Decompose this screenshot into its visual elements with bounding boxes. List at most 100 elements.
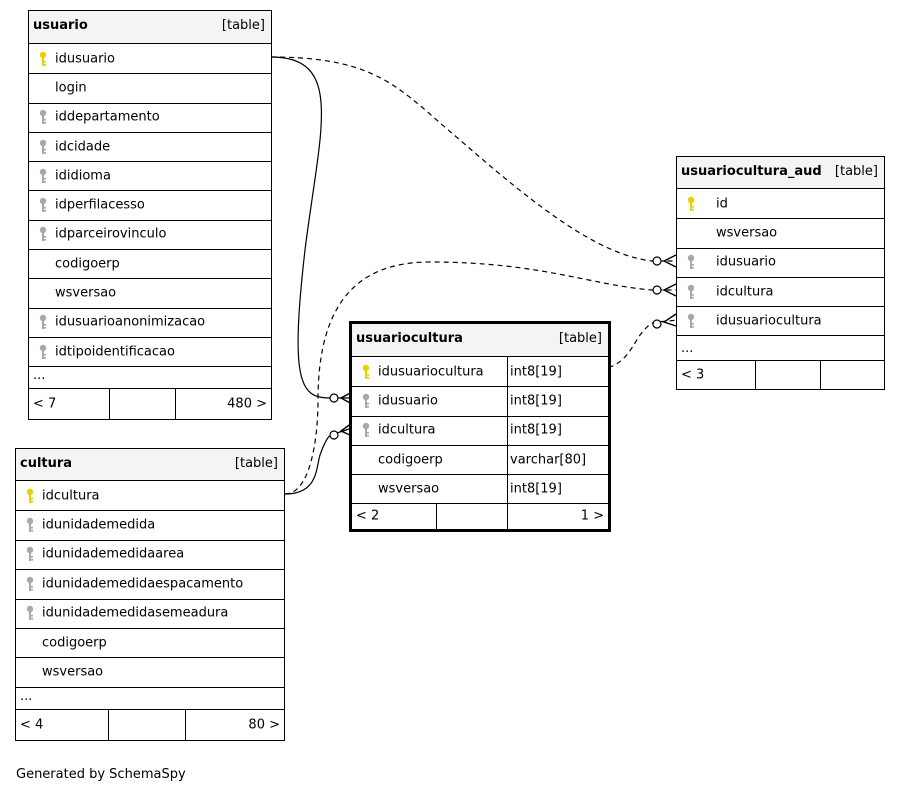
column-name: wsversao — [55, 285, 117, 301]
table-footer: < 3 — [677, 361, 884, 389]
column-row[interactable]: login — [29, 73, 271, 104]
column-name: idusuario — [378, 393, 438, 409]
column-name: wsversao — [378, 481, 440, 497]
children-count[interactable]: 1 > — [507, 503, 608, 529]
column-name: idusuario — [55, 51, 115, 67]
more-columns-row: ... — [29, 366, 271, 389]
column-name: idperfilacesso — [55, 197, 145, 213]
column-row[interactable]: codigoerp varchar[80] — [352, 444, 608, 476]
column-row[interactable]: idunidademedida — [16, 510, 284, 541]
column-type: int8[19] — [510, 393, 562, 409]
column-row[interactable]: idusuario — [29, 44, 271, 75]
column-name: idunidademedidasemeadura — [42, 605, 229, 621]
column-row[interactable]: id — [677, 189, 884, 220]
footer-label: 1 > — [580, 508, 604, 524]
footer-label: 80 > — [248, 717, 280, 733]
column-row[interactable]: idcultura — [16, 481, 284, 512]
children-count[interactable]: 80 > — [185, 710, 284, 740]
table-type-label: [table] — [834, 164, 878, 179]
parents-count[interactable]: < 3 — [677, 361, 755, 389]
column-row[interactable]: idunidademedidaarea — [16, 540, 284, 571]
parents-count[interactable]: < 7 — [29, 389, 109, 419]
table-header: usuariocultura[table] — [352, 324, 608, 357]
primary-key-icon — [26, 488, 34, 503]
column-row[interactable]: idusuario int8[19] — [352, 386, 608, 417]
column-name: idtipoidentificacao — [55, 344, 175, 360]
column-name: wsversao — [716, 225, 778, 241]
schemaspy-credit: Generated by SchemaSpy — [16, 767, 186, 782]
foreign-key-icon — [39, 110, 47, 125]
column-name: idunidademedida — [42, 517, 156, 533]
footer-label: 480 > — [227, 396, 267, 412]
rel-cultura-usuariocultura — [284, 427, 353, 495]
foreign-key-icon — [687, 255, 695, 270]
table-name[interactable]: usuariocultura_aud — [681, 164, 822, 179]
foreign-key-icon — [39, 139, 47, 154]
foreign-key-icon — [362, 423, 370, 438]
column-row[interactable]: idcultura int8[19] — [352, 415, 608, 446]
column-type: int8[19] — [510, 422, 562, 438]
column-name: idcultura — [378, 422, 436, 438]
more-columns-ellipsis: ... — [681, 341, 694, 356]
column-name: login — [55, 80, 87, 96]
column-name: codigoerp — [378, 452, 443, 468]
parents-count[interactable]: < 4 — [16, 710, 108, 740]
column-row[interactable]: idusuario — [677, 248, 884, 278]
column-row[interactable]: iddepartamento — [29, 103, 271, 133]
column-row[interactable]: idusuariocultura — [677, 306, 884, 337]
column-row[interactable]: codigoerp — [29, 249, 271, 280]
column-row[interactable]: wsversao — [677, 218, 884, 249]
children-count[interactable] — [820, 361, 884, 389]
table-usuariocultura_aud[interactable]: usuariocultura_aud [table] id wsversao idusu… — [676, 156, 885, 390]
footer-label: < 4 — [20, 717, 44, 733]
footer-spacer — [109, 389, 175, 419]
rel-usuariocultura-aud — [599, 319, 679, 371]
table-footer: < 4 80 > — [16, 710, 284, 740]
footer-spacer — [108, 710, 185, 740]
column-type: int8[19] — [510, 364, 562, 380]
column-row[interactable]: codigoerp — [16, 628, 284, 659]
children-count[interactable]: 480 > — [175, 389, 271, 419]
column-name: idunidademedidaarea — [42, 546, 185, 562]
foreign-key-icon — [26, 517, 34, 533]
foreign-key-icon — [362, 393, 370, 408]
foreign-key-icon — [39, 168, 47, 183]
column-type: varchar[80] — [510, 452, 587, 468]
column-row[interactable]: wsversao — [29, 278, 271, 309]
column-row[interactable]: idcidade — [29, 132, 271, 163]
table-header: usuariocultura_aud [table] — [677, 157, 884, 189]
table-name[interactable]: usuario — [33, 18, 88, 33]
column-name: idusuariocultura — [716, 313, 822, 329]
column-row[interactable]: ididioma — [29, 161, 271, 192]
column-row[interactable]: wsversao — [16, 657, 284, 688]
column-row[interactable]: idunidademedidaespacamento — [16, 569, 284, 600]
column-row[interactable]: idusuarioanonimizacao — [29, 308, 271, 338]
column-name: id — [716, 196, 728, 212]
more-columns-row: ... — [16, 687, 284, 710]
footer-label: < 3 — [681, 367, 705, 383]
column-row[interactable]: idcultura — [677, 277, 884, 308]
crows-foot-marker — [662, 283, 677, 297]
column-name: idparceirovinculo — [55, 226, 167, 242]
rel-usuario-usuariocultura — [270, 56, 352, 399]
foreign-key-icon — [39, 315, 47, 330]
table-footer: < 2 1 > — [352, 503, 608, 529]
zero-optional-marker — [329, 430, 339, 440]
footer-spacer — [436, 503, 507, 529]
table-name[interactable]: cultura — [20, 456, 73, 471]
column-row[interactable]: idtipoidentificacao — [29, 337, 271, 368]
table-name[interactable]: usuariocultura — [356, 331, 463, 346]
primary-key-icon — [687, 196, 695, 211]
column-row[interactable]: idunidademedidasemeadura — [16, 599, 284, 629]
column-name: idusuario — [716, 254, 776, 270]
column-row[interactable]: idparceirovinculo — [29, 220, 271, 251]
column-row[interactable]: idperfilacesso — [29, 191, 271, 221]
crows-foot-marker — [662, 313, 677, 327]
parents-count[interactable]: < 2 — [352, 503, 436, 529]
